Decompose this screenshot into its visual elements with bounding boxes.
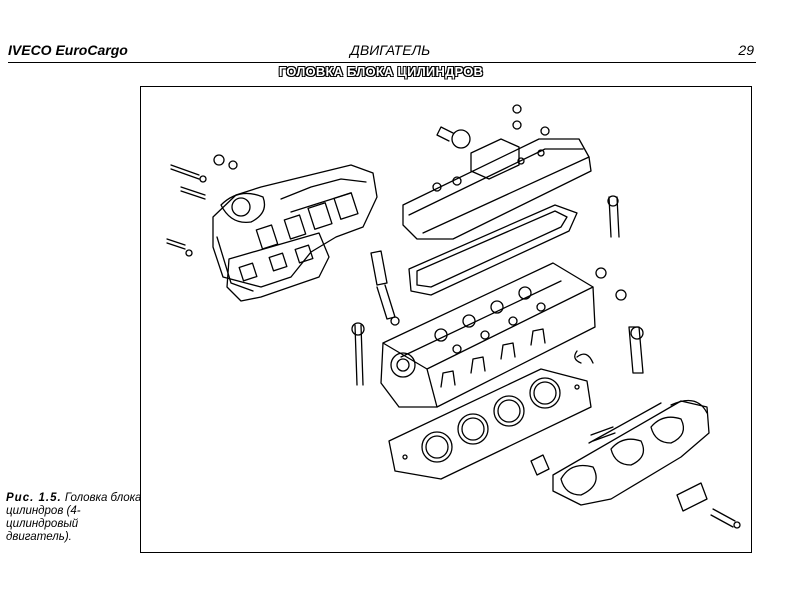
section-banner: ГОЛОВКА БЛОКА ЦИЛИНДРОВ <box>278 64 484 79</box>
valve-cover-gasket <box>408 204 578 296</box>
valve-cover <box>402 104 592 240</box>
section-title: ДВИГАТЕЛЬ <box>350 42 431 58</box>
page-number: 29 <box>738 42 754 58</box>
cylinder-head <box>380 262 596 408</box>
header-rule <box>8 62 756 63</box>
head-gasket <box>388 368 592 480</box>
intake-gasket <box>226 232 330 302</box>
injector <box>351 250 400 386</box>
exhaust-manifold <box>530 399 710 506</box>
figure-caption: Рис. 1.5. Головка блока цилиндров (4-цил… <box>6 492 142 544</box>
figure-frame <box>140 86 752 553</box>
intake-manifold <box>212 164 378 292</box>
manifold-fasteners <box>166 154 238 257</box>
exhaust-fasteners <box>590 426 741 529</box>
sensors-right <box>574 195 644 374</box>
page-header: IVECO EuroCargo ДВИГАТЕЛЬ 29 <box>8 40 756 60</box>
brand-title: IVECO EuroCargo <box>8 42 128 58</box>
caption-label: Рис. 1.5. <box>6 492 62 504</box>
exploded-cylinder-head-drawing <box>166 104 741 529</box>
caption-text: Головка блока цилиндров (4-цилиндровый д… <box>6 492 142 543</box>
